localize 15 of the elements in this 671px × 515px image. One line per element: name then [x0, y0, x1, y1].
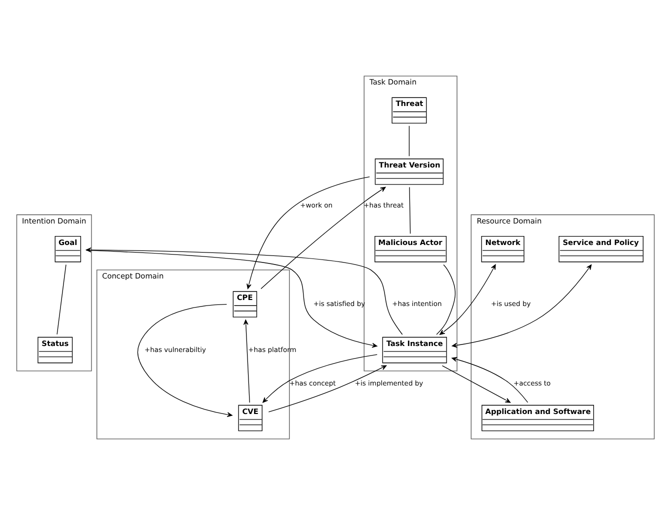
arrow	[442, 365, 511, 403]
arrow	[137, 304, 232, 418]
arrow	[440, 264, 496, 335]
connector	[408, 126, 410, 156]
arrow	[86, 247, 403, 335]
arrow	[262, 354, 378, 403]
arrow	[246, 176, 370, 290]
connector	[436, 264, 456, 335]
arrow	[86, 250, 378, 348]
arrow	[268, 365, 387, 412]
arrow	[260, 186, 386, 290]
arrow	[452, 264, 592, 348]
connector	[409, 186, 411, 234]
connector	[56, 264, 66, 335]
arrow	[452, 356, 528, 403]
